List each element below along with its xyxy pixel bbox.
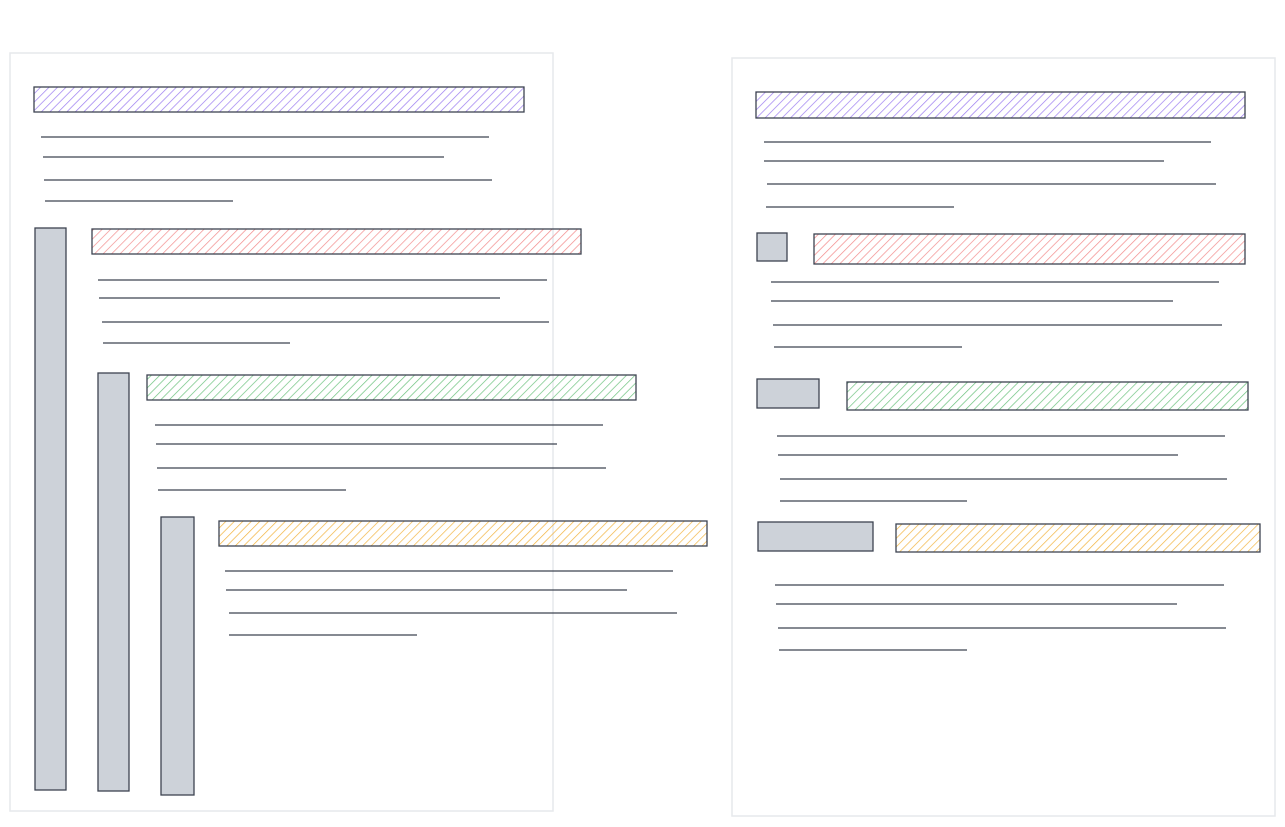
left-heading-level-1	[33, 86, 525, 113]
right-text-lines-level-4	[775, 584, 1226, 651]
left-level-bar-3	[160, 516, 195, 796]
right-panel-frame	[731, 57, 1276, 817]
left-text-lines-level-2	[98, 279, 549, 344]
left-text-lines-level-4	[225, 570, 677, 636]
left-heading-level-2	[91, 228, 582, 255]
right-heading-level-4	[895, 523, 1261, 553]
left-panel-frame	[9, 52, 554, 812]
right-heading-level-3	[846, 381, 1249, 411]
left-level-bar-2	[97, 372, 130, 792]
right-level-marker-4	[757, 521, 874, 552]
left-text-lines-level-3	[155, 424, 606, 491]
right-panel	[731, 57, 1276, 817]
left-heading-level-3	[146, 374, 637, 401]
right-text-lines-level-3	[777, 435, 1227, 502]
right-level-marker-2	[756, 232, 788, 262]
left-level-bar-1	[34, 227, 67, 791]
right-heading-level-2	[813, 233, 1246, 265]
left-heading-level-4	[218, 520, 708, 547]
left-panel	[9, 52, 708, 812]
right-text-lines-level-1	[764, 141, 1216, 208]
right-heading-level-1	[755, 91, 1246, 119]
left-text-lines-level-1	[41, 136, 492, 202]
right-level-marker-3	[756, 378, 820, 409]
right-text-lines-level-2	[771, 281, 1222, 348]
